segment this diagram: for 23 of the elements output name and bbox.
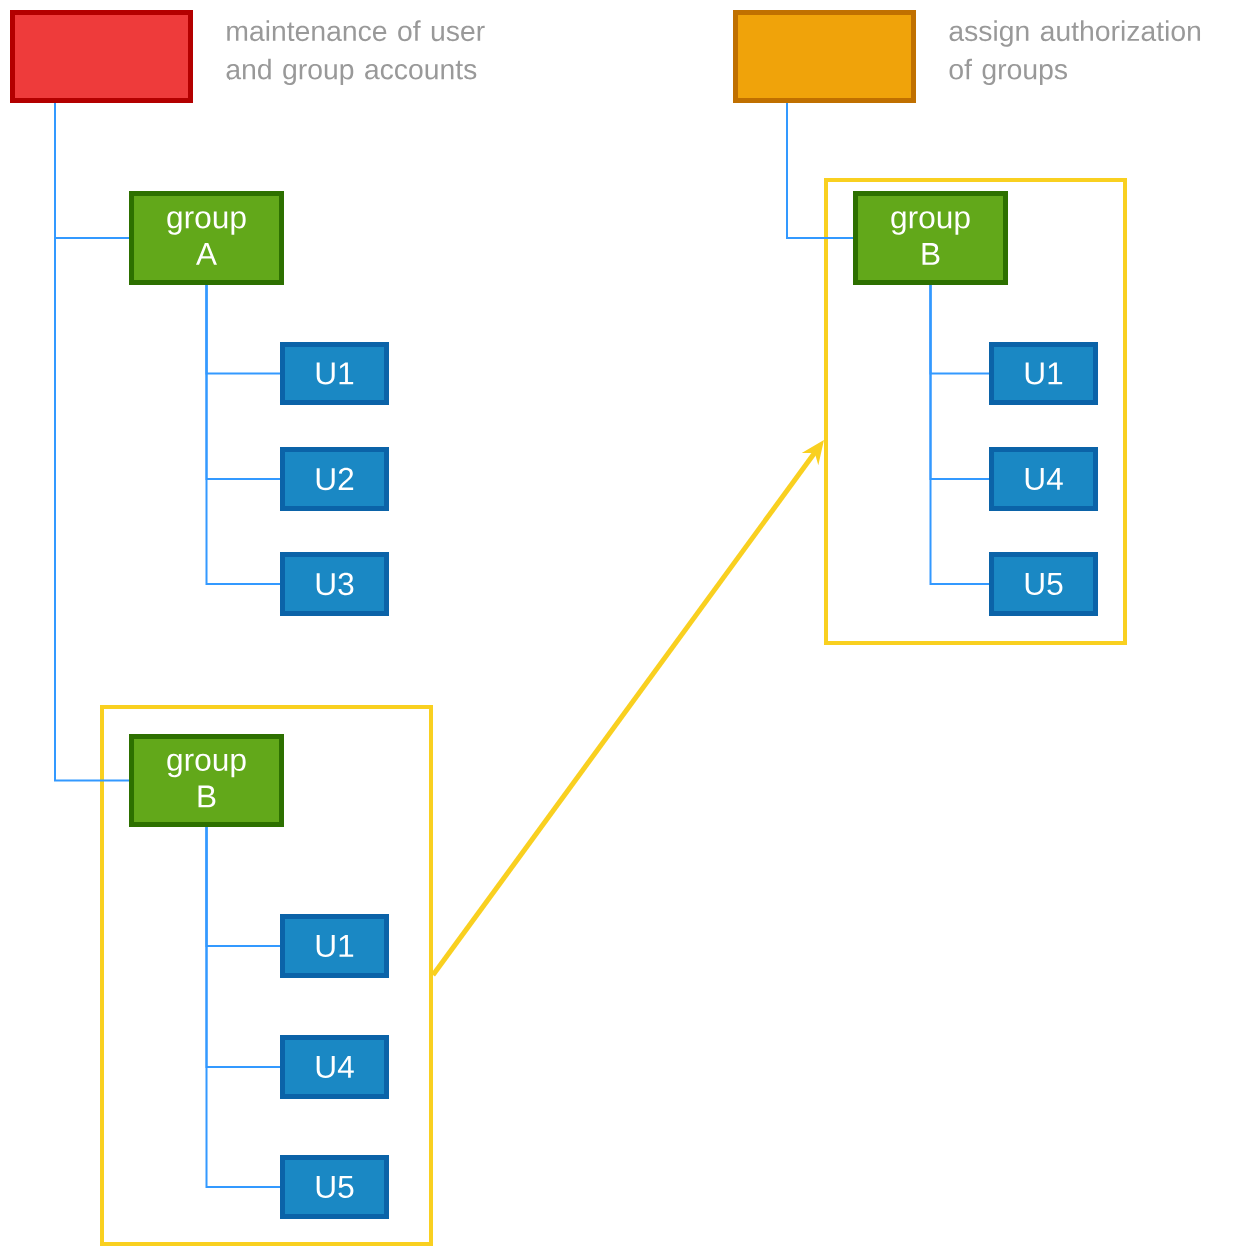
description-text: maintenance of user and group accounts [226, 20, 485, 86]
user-box: U5 [280, 1155, 389, 1219]
user-box: U1 [989, 342, 1098, 405]
connector-line [205, 826, 281, 1188]
header-box [10, 10, 193, 103]
user-box: U4 [989, 447, 1098, 511]
connector-line [205, 284, 281, 585]
description-text: assign authorization of groups [949, 20, 1200, 86]
user-box: U4 [280, 1035, 389, 1099]
user-box: U3 [280, 552, 389, 616]
group-box: group B [129, 734, 284, 827]
user-box: U5 [989, 552, 1098, 616]
header-box [733, 10, 916, 103]
connector-line [929, 284, 990, 585]
user-box: U1 [280, 914, 389, 978]
group-box: group A [129, 191, 284, 285]
connector-line [54, 102, 130, 782]
group-frame [100, 705, 433, 1246]
user-box: U1 [280, 342, 389, 405]
group-frame [824, 178, 1127, 645]
group-box: group B [853, 191, 1008, 285]
connector-line [786, 102, 854, 239]
user-box: U2 [280, 447, 389, 511]
